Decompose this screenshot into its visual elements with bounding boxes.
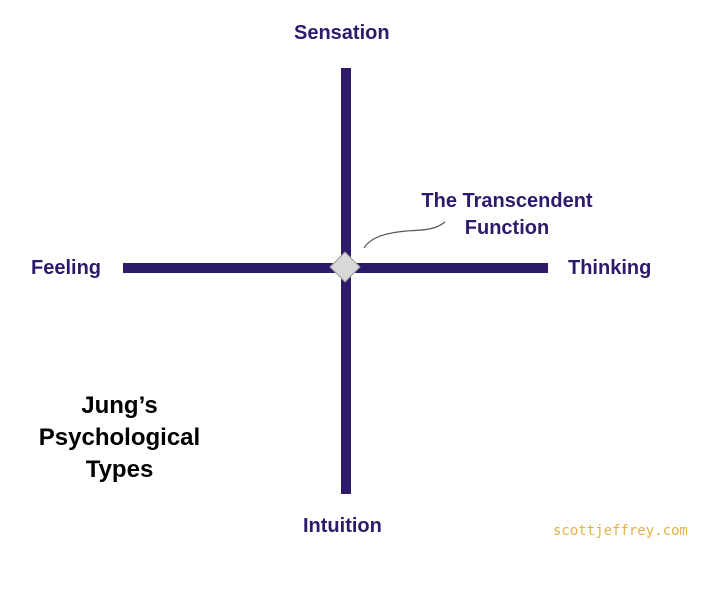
callout-leader-line <box>363 221 446 249</box>
intuition-label: Intuition <box>303 515 382 537</box>
thinking-label: Thinking <box>568 257 652 279</box>
callout-line-1: The Transcendent <box>421 190 593 212</box>
sensation-label: Sensation <box>294 22 390 44</box>
diagram-title: Jung’s Psychological Types <box>27 390 212 486</box>
website-watermark: scottjeffrey.com <box>553 523 688 539</box>
title-line-3: Types <box>85 456 154 483</box>
feeling-label: Feeling <box>31 257 102 279</box>
callout-line-2: Function <box>464 217 550 239</box>
transcendent-function-callout: The Transcendent Function <box>408 188 606 242</box>
title-line-1: Jung’s <box>81 392 158 419</box>
title-line-2: Psychological <box>38 424 201 451</box>
